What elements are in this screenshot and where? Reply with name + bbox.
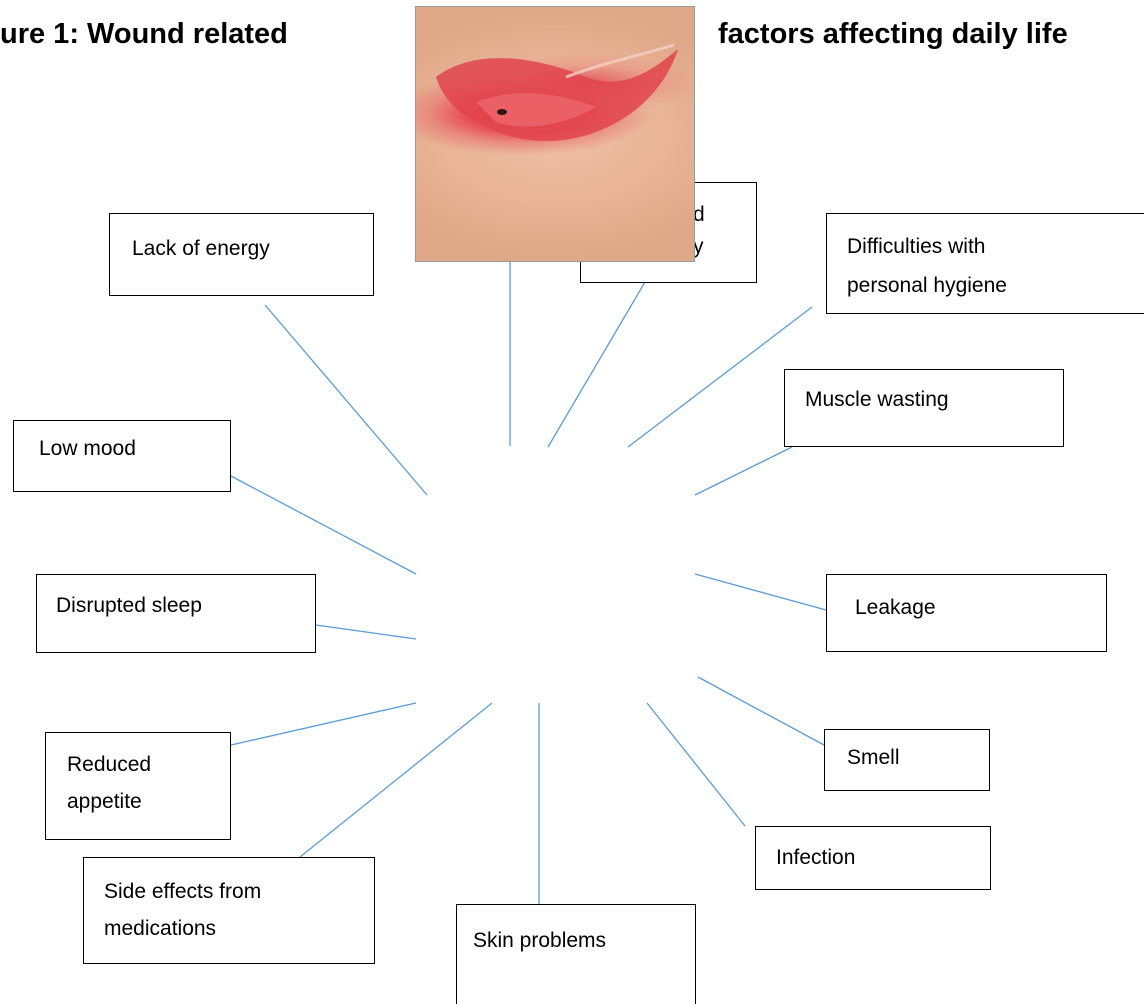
factor-box-side-effects: Side effects from medications [83, 857, 375, 964]
factor-box-infection: Infection [755, 826, 991, 890]
factor-label: Skin problems [473, 925, 606, 957]
connector-disrupted-sleep [316, 625, 416, 639]
factor-label: Difficulties with [847, 231, 986, 263]
factor-label: Disrupted sleep [56, 590, 202, 622]
factor-box-reduced-appetite: Reduced appetite [45, 732, 231, 840]
factor-label: medications [104, 913, 216, 945]
factor-label: Muscle wasting [805, 384, 949, 416]
factor-label: Leakage [855, 592, 936, 624]
factor-box-low-mood: Low mood [13, 420, 231, 492]
connector-smell [698, 677, 824, 745]
connector-leakage [695, 574, 826, 610]
factor-box-lack-of-energy: Lack of energy [109, 213, 374, 296]
connector-infection [647, 703, 745, 826]
connector-hidden-box-right [548, 282, 645, 447]
factor-box-smell: Smell [824, 729, 990, 791]
connector-reduced-appetite [231, 703, 416, 745]
factor-label: Reduced [67, 749, 151, 781]
factor-box-skin-problems: Skin problems [456, 904, 696, 1004]
factor-label: appetite [67, 786, 142, 818]
factor-box-personal-hygiene: Difficulties with personal hygiene [826, 213, 1144, 314]
connector-low-mood [231, 476, 416, 574]
connector-side-effects [300, 703, 492, 857]
factor-label: Infection [776, 842, 855, 874]
factor-label: Side effects from [104, 876, 261, 908]
factor-label: Lack of energy [132, 233, 270, 265]
wound-photo [415, 6, 695, 262]
factor-label: Smell [847, 742, 900, 774]
factor-label: Low mood [39, 433, 136, 465]
factor-label: personal hygiene [847, 270, 1007, 302]
factor-box-muscle-wasting: Muscle wasting [784, 369, 1064, 447]
connector-muscle-wasting [695, 447, 792, 495]
wound-photo-detail [416, 7, 695, 262]
factor-box-disrupted-sleep: Disrupted sleep [36, 574, 316, 653]
connector-lack-of-energy [265, 305, 427, 495]
factor-box-leakage: Leakage [826, 574, 1107, 652]
